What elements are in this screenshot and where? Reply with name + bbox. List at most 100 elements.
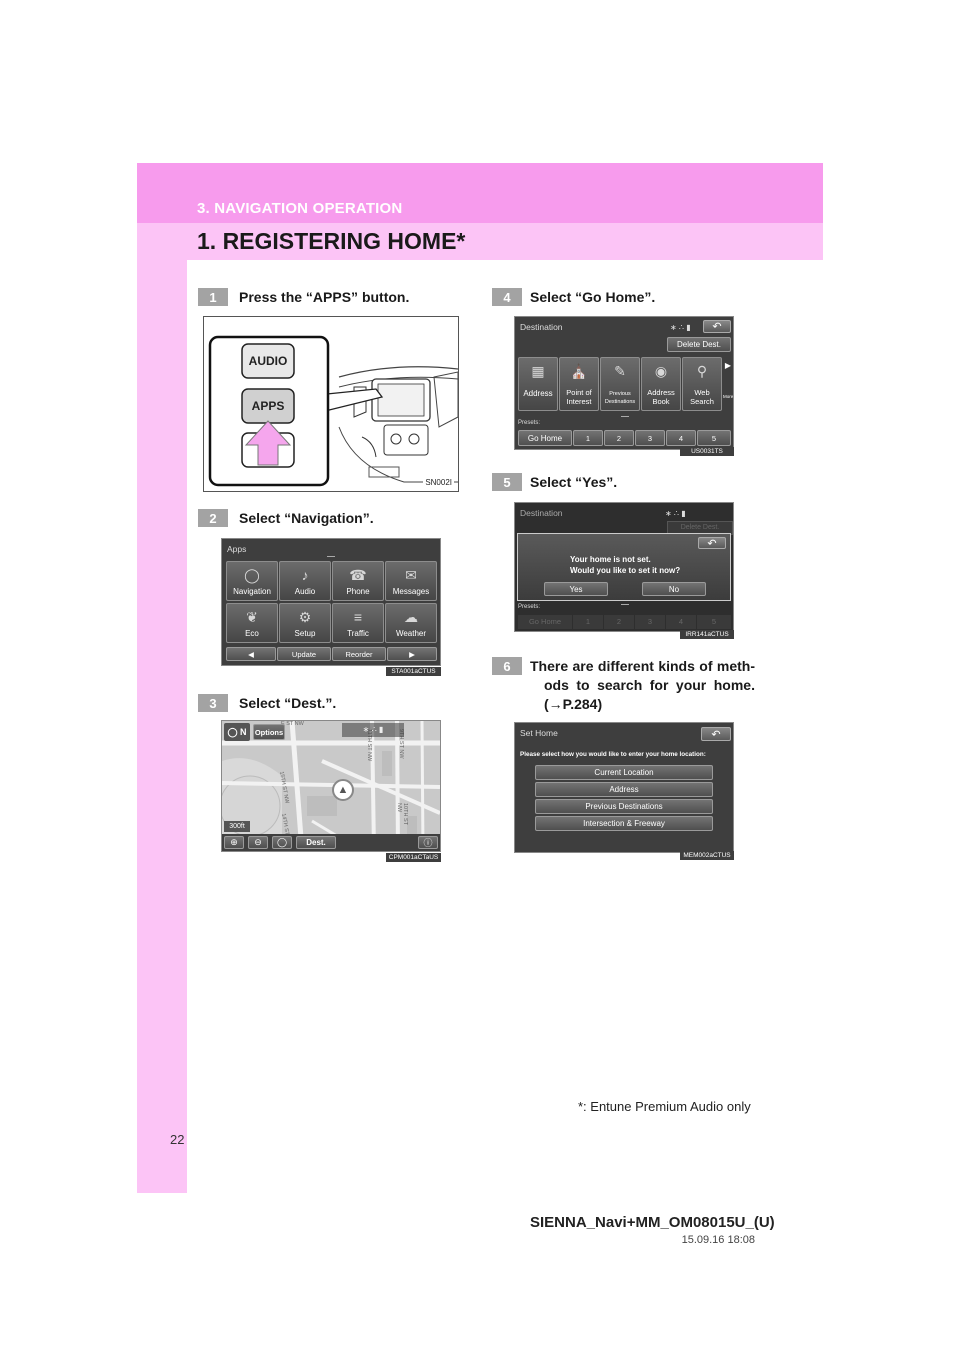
- leaf-icon: ❦: [246, 609, 258, 625]
- section-label: 3. NAVIGATION OPERATION: [197, 200, 403, 217]
- tile-audio[interactable]: ♪Audio: [279, 561, 331, 601]
- info-icon: ⓘ: [423, 838, 433, 848]
- option-intersection-freeway[interactable]: Intersection & Freeway: [535, 816, 713, 831]
- option-current-location[interactable]: Current Location: [535, 765, 713, 780]
- status-icons: ∗ ∴ ▮: [670, 323, 691, 332]
- map-mode-button[interactable]: ◯: [272, 836, 292, 849]
- yes-button[interactable]: Yes: [544, 582, 608, 596]
- tile-web-search[interactable]: ⚲Web Search: [682, 357, 722, 411]
- preset-1-button[interactable]: 1: [573, 430, 603, 446]
- back-arrow-icon: ↶: [711, 728, 721, 741]
- globe-search-icon: ⚲: [696, 363, 708, 379]
- step-3-text: Select “Dest.”.: [239, 695, 337, 711]
- figure-code: SN002I: [423, 478, 454, 487]
- figure-apps-button: AUDIO APPS SN002I: [203, 316, 459, 492]
- reorder-button[interactable]: Reorder: [332, 647, 386, 661]
- step-5-badge: 5: [492, 473, 522, 491]
- step-6-badge: 6: [492, 657, 522, 675]
- preset-2-button[interactable]: 2: [604, 430, 634, 446]
- figure-code: US0031TS: [680, 447, 734, 456]
- tile-eco[interactable]: ❦Eco: [226, 603, 278, 643]
- step-5-text: Select “Yes”.: [530, 474, 618, 490]
- update-button[interactable]: Update: [277, 647, 331, 661]
- zoom-out-icon: ⊖: [254, 837, 262, 847]
- document-code: SIENNA_Navi+MM_OM08015U_(U): [530, 1214, 775, 1231]
- screen-title: Destination: [520, 508, 563, 518]
- option-previous-destinations[interactable]: Previous Destinations: [535, 799, 713, 814]
- gear-icon: ⚙: [298, 609, 312, 625]
- step-1-text: Press the “APPS” button.: [239, 289, 410, 305]
- more-button[interactable]: ▶More: [723, 361, 734, 399]
- chevron-right-icon: ▶: [724, 361, 732, 370]
- tile-weather[interactable]: ☁Weather: [385, 603, 437, 643]
- apps-button-label: APPS: [251, 399, 285, 413]
- music-note-icon: ♪: [301, 567, 309, 583]
- screen-title: Destination: [520, 322, 563, 332]
- preset-5-button[interactable]: 5: [697, 430, 731, 446]
- tile-previous-destinations[interactable]: ✎Previous Destinations: [600, 357, 640, 411]
- scroll-right-button[interactable]: ▶: [387, 647, 437, 661]
- street-label: 10TH ST NW: [396, 803, 408, 825]
- preset-3-button[interactable]: 3: [635, 430, 665, 446]
- page-indicator: [621, 604, 629, 605]
- go-home-button-dimmed: Go Home: [518, 615, 572, 629]
- status-icons: ∗ ∴ ▮: [665, 509, 686, 518]
- figure-code: MEM002aCTUS: [680, 851, 734, 860]
- presets-label: Presets:: [518, 604, 541, 610]
- step-1-badge: 1: [198, 288, 228, 306]
- compass-button[interactable]: ◯ N: [224, 723, 250, 741]
- weather-icon: ☁: [404, 609, 418, 625]
- chevron-right-icon: ▶: [409, 649, 415, 659]
- tile-phone[interactable]: ☎Phone: [332, 561, 384, 601]
- side-band: [137, 163, 187, 1193]
- header-band: [137, 163, 823, 223]
- scroll-left-button[interactable]: ◀: [226, 647, 276, 661]
- no-button[interactable]: No: [642, 582, 706, 596]
- preset-4-button[interactable]: 4: [666, 430, 696, 446]
- preset-2-dimmed: 2: [604, 615, 634, 629]
- confirm-dialog: ↶ Your home is not set. Would you like t…: [517, 533, 731, 601]
- poi-icon: ⛪: [570, 363, 588, 379]
- document-timestamp: 15.09.16 18:08: [681, 1234, 755, 1246]
- map-scale: 300ft: [224, 821, 250, 832]
- apps-screen: Apps ◯Navigation ♪Audio ☎Phone ✉Messages…: [221, 538, 441, 666]
- destination-screen: Destination ∗ ∴ ▮ ↶ Delete Dest. ▦Addres…: [514, 316, 734, 450]
- destination-dialog-screen: Destination ∗ ∴ ▮ Delete Dest. ↶ Your ho…: [514, 502, 734, 632]
- presets-label: Presets:: [518, 420, 541, 426]
- tile-point-of-interest[interactable]: ⛪Point of Interest: [559, 357, 599, 411]
- tile-setup[interactable]: ⚙Setup: [279, 603, 331, 643]
- zoom-in-button[interactable]: ⊕: [224, 836, 244, 849]
- step-4-text: Select “Go Home”.: [530, 289, 656, 305]
- map-mode-icon: ◯: [276, 837, 288, 847]
- options-button[interactable]: Options: [253, 724, 285, 740]
- back-button[interactable]: ↶: [701, 727, 731, 741]
- map-canvas[interactable]: [222, 721, 440, 851]
- step-3-badge: 3: [198, 694, 228, 712]
- back-button[interactable]: ↶: [703, 320, 731, 333]
- tile-navigation[interactable]: ◯Navigation: [226, 561, 278, 601]
- tile-messages[interactable]: ✉Messages: [385, 561, 437, 601]
- dialog-message: Your home is not set. Would you like to …: [570, 555, 681, 575]
- audio-button-label: AUDIO: [248, 354, 288, 368]
- zoom-out-button[interactable]: ⊖: [248, 836, 268, 849]
- map-screen: E ST NW 15TH ST NW 14TH ST NW 11TH ST NW…: [221, 720, 441, 852]
- dialog-back-button[interactable]: ↶: [698, 537, 726, 550]
- go-home-button[interactable]: Go Home: [518, 430, 572, 446]
- tile-address-book[interactable]: ◉Address Book: [641, 357, 681, 411]
- page-title: 1. REGISTERING HOME*: [197, 228, 466, 254]
- back-arrow-icon: ↶: [707, 537, 717, 550]
- preset-3-dimmed: 3: [635, 615, 665, 629]
- option-address[interactable]: Address: [535, 782, 713, 797]
- screen-title: Set Home: [520, 728, 558, 738]
- step-4-badge: 4: [492, 288, 522, 306]
- address-book-icon: ◉: [654, 363, 668, 379]
- screen-title: Apps: [227, 544, 247, 554]
- tile-traffic[interactable]: ≡Traffic: [332, 603, 384, 643]
- info-button[interactable]: ⓘ: [418, 836, 438, 849]
- delete-dest-button[interactable]: Delete Dest.: [667, 337, 731, 352]
- tile-address[interactable]: ▦Address: [518, 357, 558, 411]
- dest-button[interactable]: Dest.: [296, 836, 336, 849]
- zoom-in-icon: ⊕: [230, 837, 238, 847]
- figure-code: CPM001aCTaUS: [386, 853, 441, 862]
- history-icon: ✎: [614, 363, 626, 379]
